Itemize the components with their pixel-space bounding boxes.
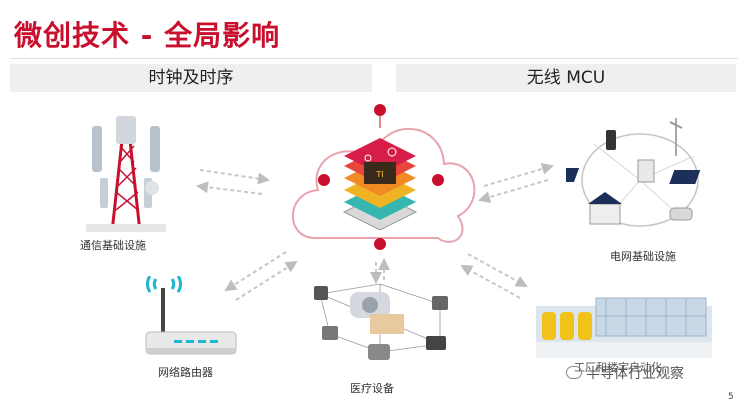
page-number: 5 <box>728 392 734 402</box>
slide-title: 微创技术 - 全局影响 <box>14 19 281 52</box>
caption-telecom: 通信基础设施 <box>80 239 146 252</box>
caption-factory: 工厂和楼宇自动化 <box>574 361 662 374</box>
caption-router: 网络路由器 <box>158 366 213 379</box>
node-top-icon <box>374 104 386 116</box>
svg-text:TI: TI <box>375 170 383 179</box>
wifi-router-icon <box>145 276 237 355</box>
caption-grid: 电网基础设施 <box>610 250 676 263</box>
watermark: 半导体行业观察 <box>566 363 684 383</box>
node-left-icon <box>318 174 330 186</box>
watermark-text: 半导体行业观察 <box>586 366 684 382</box>
section-header-wireless-mcu: 无线 MCU <box>396 64 736 92</box>
smart-grid-icon <box>566 118 701 227</box>
antenna-tower-icon <box>86 116 166 233</box>
node-right-icon <box>432 174 444 186</box>
medical-equipment-icon <box>314 283 448 360</box>
section-header-clocks-timing: 时钟及时序 <box>10 64 372 92</box>
title-divider <box>10 58 738 59</box>
chip-cloud-icon: TI <box>291 104 476 250</box>
caption-medical: 医疗设备 <box>350 382 394 395</box>
node-bottom-icon <box>374 238 386 250</box>
wechat-icon <box>566 366 582 379</box>
factory-building-icon <box>536 297 712 358</box>
